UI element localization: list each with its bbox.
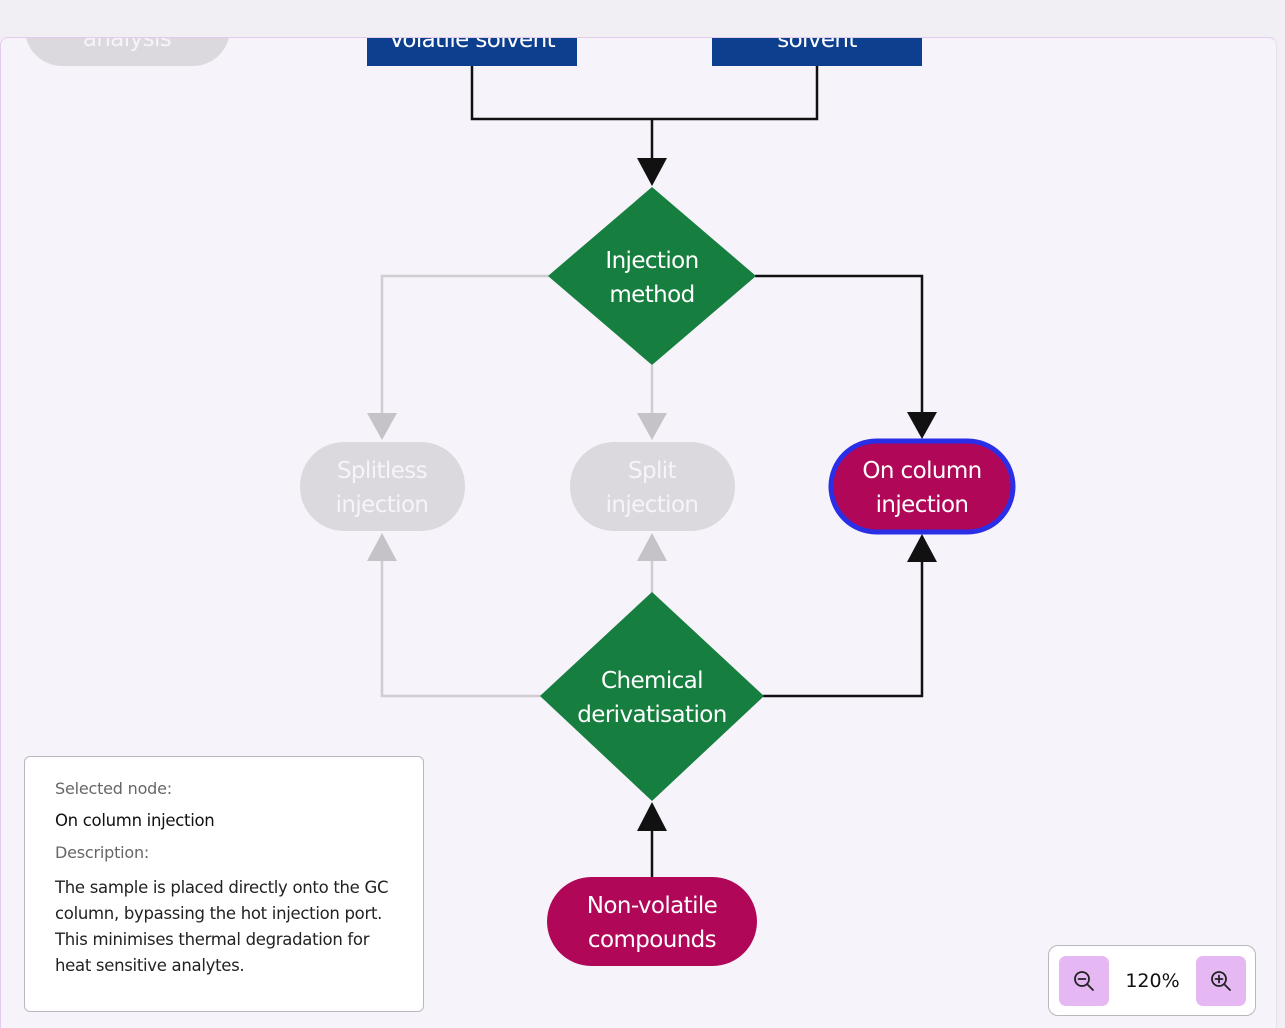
zoom-in-button[interactable] — [1196, 956, 1246, 1006]
selected-node-value: On column injection — [55, 811, 215, 830]
edge-derivatisation-to-on-column — [763, 534, 937, 698]
node-injection-method-line2: method — [609, 282, 694, 308]
node-solvent[interactable]: solvent — [712, 37, 922, 66]
node-split-line1: Split — [628, 458, 677, 484]
node-on-column-line1: On column — [862, 458, 981, 484]
zoom-out-button[interactable] — [1059, 956, 1109, 1006]
node-chemical-derivatisation[interactable]: Chemical derivatisation — [540, 592, 764, 801]
node-derivatisation-line1: Chemical — [601, 668, 703, 694]
edge-non-volatile-to-derivatisation — [637, 802, 667, 878]
flowchart: analysis Volatile solvent solvent Inject… — [25, 37, 1016, 966]
node-solvent-label: solvent — [777, 37, 857, 53]
node-splitless-line1: Splitless — [337, 458, 427, 484]
zoom-out-icon — [1074, 971, 1094, 991]
node-non-volatile-line2: compounds — [588, 927, 716, 953]
edge-injection-to-split — [637, 365, 667, 440]
node-analysis-label: analysis — [83, 37, 171, 52]
node-splitless-line2: injection — [336, 492, 429, 518]
node-on-column-line2: injection — [876, 492, 969, 518]
node-non-volatile-compounds[interactable]: Non-volatile compounds — [547, 877, 757, 966]
node-on-column-injection[interactable]: On column injection — [828, 438, 1016, 535]
node-splitless-injection[interactable]: Splitless injection — [300, 442, 465, 531]
description-label: Description: — [55, 843, 150, 862]
node-analysis[interactable]: analysis — [25, 37, 230, 66]
edge-solvents-to-injection — [470, 65, 819, 186]
node-volatile-solvent[interactable]: Volatile solvent — [367, 37, 577, 66]
node-injection-method-line1: Injection — [605, 248, 698, 274]
node-split-line2: injection — [606, 492, 699, 518]
edge-injection-to-splitless — [367, 274, 549, 440]
edge-derivatisation-to-splitless — [367, 533, 541, 698]
description-text: The sample is placed directly onto the G… — [55, 878, 389, 975]
zoom-in-icon — [1211, 971, 1231, 991]
selected-node-label: Selected node: — [55, 779, 172, 798]
edge-injection-to-on-column — [755, 274, 937, 439]
node-volatile-solvent-label: Volatile solvent — [389, 37, 556, 53]
zoom-level: 120% — [1125, 970, 1180, 992]
selected-node-panel: Selected node: On column injection Descr… — [24, 756, 424, 1012]
zoom-control: 120% — [1048, 945, 1256, 1016]
node-split-injection[interactable]: Split injection — [570, 442, 735, 531]
node-injection-method[interactable]: Injection method — [548, 187, 756, 365]
edge-derivatisation-to-split — [637, 533, 667, 593]
node-derivatisation-line2: derivatisation — [577, 702, 726, 728]
node-non-volatile-line1: Non-volatile — [587, 893, 717, 919]
